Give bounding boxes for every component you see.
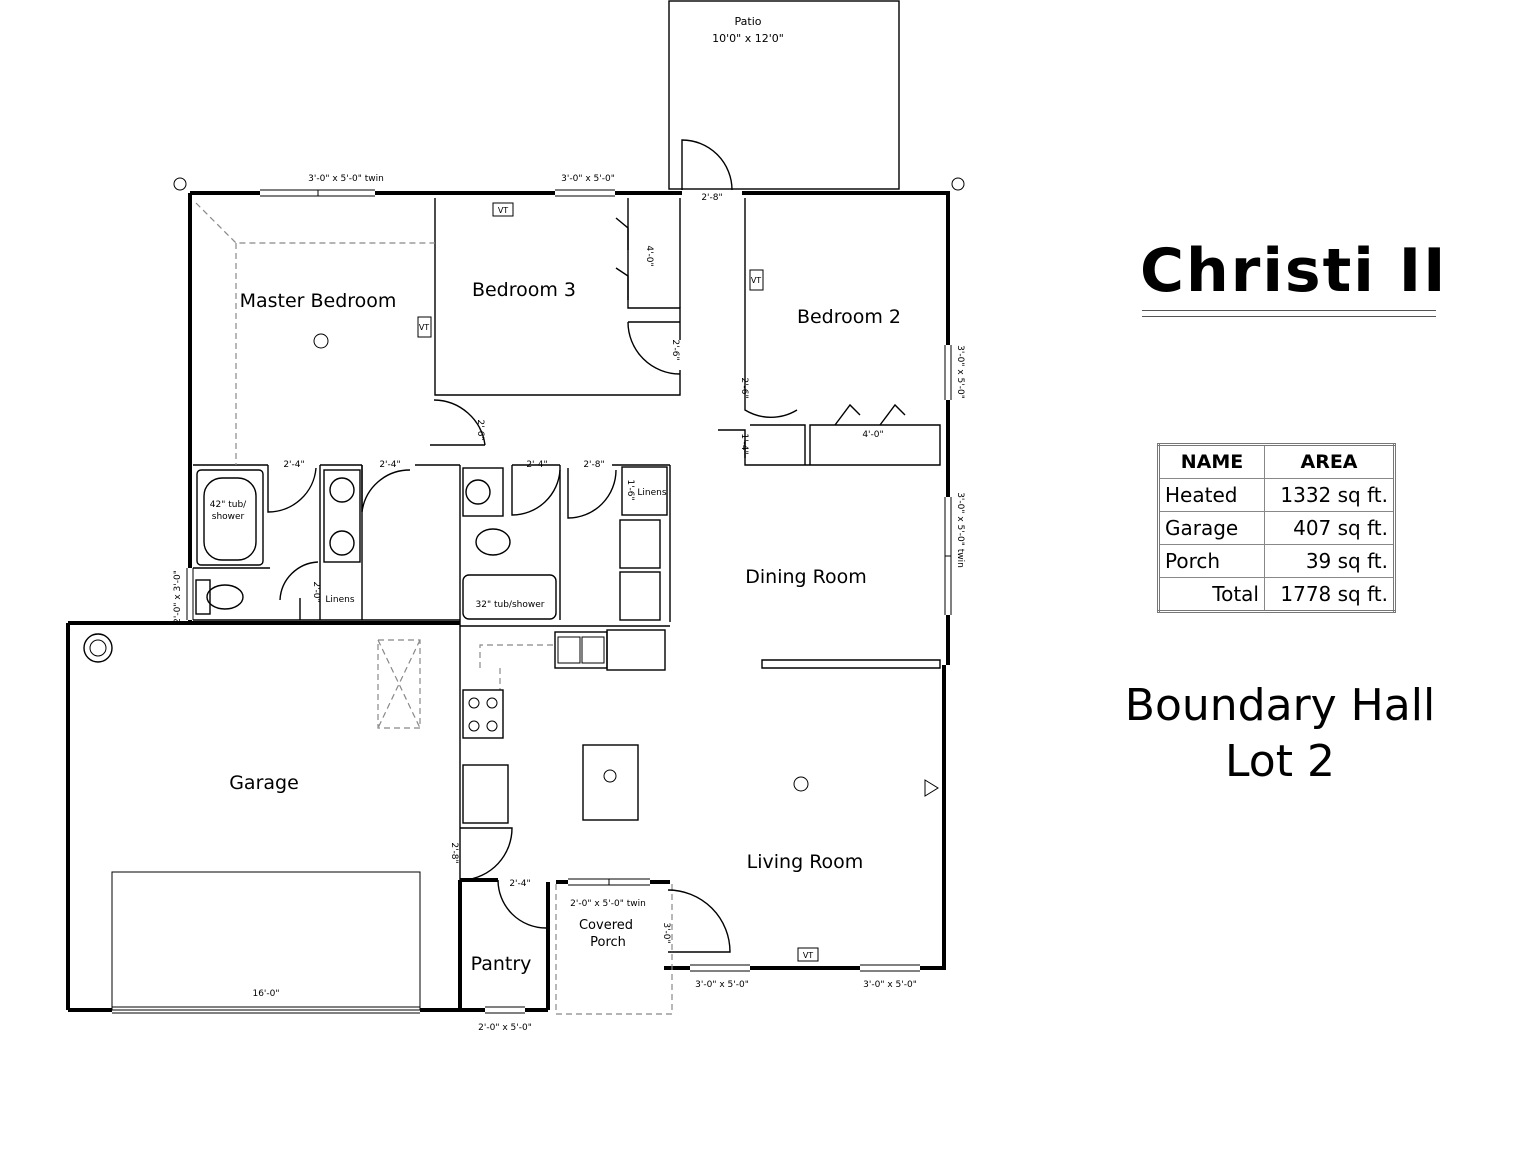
label-linens-2: Linens — [325, 595, 354, 605]
dim-window-master-side: 2'-0" x 3'-0" — [173, 570, 183, 624]
dim-window-porch: 2'-0" x 5'-0" twin — [570, 899, 646, 909]
vt-vents: VT VT VT VT — [417, 202, 819, 962]
dim-door-pantry: 2'-4" — [509, 879, 530, 889]
patio-label: Patio — [735, 15, 762, 28]
dim-window-bed3-top: 3'-0" x 5'-0" — [561, 174, 615, 184]
porch-outline — [555, 882, 673, 1015]
dim-door-patio: 2'-8" — [701, 193, 722, 203]
room-label-garage: Garage — [229, 772, 299, 794]
dimension-labels: 3'-0" x 5'-0" twin 3'-0" x 5'-0" 2'-8" 4… — [173, 174, 965, 1033]
area-row-value: 39 sq ft. — [1264, 544, 1395, 578]
plan-title: Christi II — [1140, 236, 1448, 306]
dim-door-bed2: 2'-6" — [739, 377, 749, 398]
dim-door-entry: 3'-0" — [661, 922, 671, 943]
room-label-master-bedroom: Master Bedroom — [240, 290, 397, 312]
subtitle: Boundary Hall Lot 2 — [1100, 678, 1460, 790]
dim-door-bath1: 2'-4" — [283, 460, 304, 470]
dim-door-linen2: 2'-0" — [311, 581, 321, 602]
room-label-covered-porch-2: Porch — [590, 935, 626, 950]
door-swings — [267, 139, 906, 953]
exterior-walls — [66, 191, 950, 1012]
garage-door — [111, 871, 421, 1011]
title-underline-1 — [1142, 310, 1436, 311]
area-table-row: Garage 407 sq ft. — [1158, 511, 1395, 545]
room-label-covered-porch-1: Covered — [579, 918, 633, 933]
area-row-name: Heated — [1158, 478, 1265, 512]
dim-door-laundry: 2'-8" — [583, 460, 604, 470]
area-row-name: Porch — [1158, 544, 1265, 578]
label-tub1-line2: shower — [212, 512, 245, 522]
dim-door-bath2: 2'-4" — [526, 460, 547, 470]
room-label-bedroom-3: Bedroom 3 — [472, 279, 576, 301]
dim-window-living1: 3'-0" x 5'-0" — [695, 980, 749, 990]
hose-bib-left — [173, 177, 187, 191]
label-tub1-line1: 42" tub/ — [210, 500, 247, 510]
windows — [112, 189, 952, 1014]
fixtures — [83, 333, 939, 824]
area-table-header-area: AREA — [1264, 444, 1395, 479]
area-table-row: Total 1778 sq ft. — [1158, 577, 1395, 612]
dim-window-living2: 3'-0" x 5'-0" — [863, 980, 917, 990]
vt-label: VT — [419, 323, 429, 332]
dim-door-hall: 2'-6" — [475, 419, 485, 440]
area-table-row: Porch 39 sq ft. — [1158, 544, 1395, 578]
area-row-name: Total — [1158, 577, 1265, 612]
dim-closet-bed3: 4'-0" — [644, 245, 654, 266]
vt-label: VT — [751, 276, 761, 285]
area-row-value: 1332 sq ft. — [1264, 478, 1395, 512]
kitchen-cabinet-line — [479, 644, 555, 690]
dim-window-dining-side: 3'-0" x 5'-0" twin — [955, 492, 965, 568]
master-tray-ceiling — [195, 202, 435, 465]
room-label-bedroom-2: Bedroom 2 — [797, 306, 901, 328]
vt-label: VT — [498, 206, 508, 215]
label-linens-1: Linens — [637, 488, 666, 498]
dim-door-closet1: 2'-4" — [379, 460, 400, 470]
area-table-row: Heated 1332 sq ft. — [1158, 478, 1395, 512]
label-tub2: 32" tub/shower — [476, 600, 545, 610]
area-table-header: NAME AREA — [1158, 444, 1395, 479]
patio-outline — [668, 0, 900, 190]
area-row-value: 1778 sq ft. — [1264, 577, 1395, 612]
dim-door-garage: 2'-8" — [449, 842, 459, 863]
patio-size: 10'0" x 12'0" — [712, 32, 784, 45]
subtitle-line-2: Lot 2 — [1225, 736, 1335, 787]
room-label-living-room: Living Room — [747, 851, 864, 873]
dim-window-master-top: 3'-0" x 5'-0" twin — [308, 174, 384, 184]
area-row-name: Garage — [1158, 511, 1265, 545]
dim-closet-bed2: 4'-0" — [862, 430, 883, 440]
hose-bib-right — [951, 177, 965, 191]
vt-label: VT — [803, 951, 813, 960]
room-label-pantry: Pantry — [471, 953, 532, 975]
dim-door-bed3: 2'-6" — [670, 339, 680, 360]
area-table: NAME AREA Heated 1332 sq ft. Garage 407 … — [1157, 443, 1396, 613]
attic-access — [377, 639, 421, 729]
subtitle-line-1: Boundary Hall — [1124, 680, 1436, 731]
dim-closet-small: 1'-4" — [739, 433, 749, 454]
interior-walls — [193, 198, 941, 880]
title-underline-2 — [1142, 316, 1436, 317]
dim-garage-door: 16'-0" — [252, 989, 279, 999]
dim-window-bed2-side: 3'-0" x 5'-0" — [955, 345, 965, 399]
room-label-dining-room: Dining Room — [745, 566, 866, 588]
area-row-value: 407 sq ft. — [1264, 511, 1395, 545]
dim-linens-closet-width: 1'-6" — [625, 479, 635, 500]
area-table-header-name: NAME — [1158, 444, 1265, 479]
dim-window-pantry: 2'-0" x 5'-0" — [478, 1023, 532, 1033]
